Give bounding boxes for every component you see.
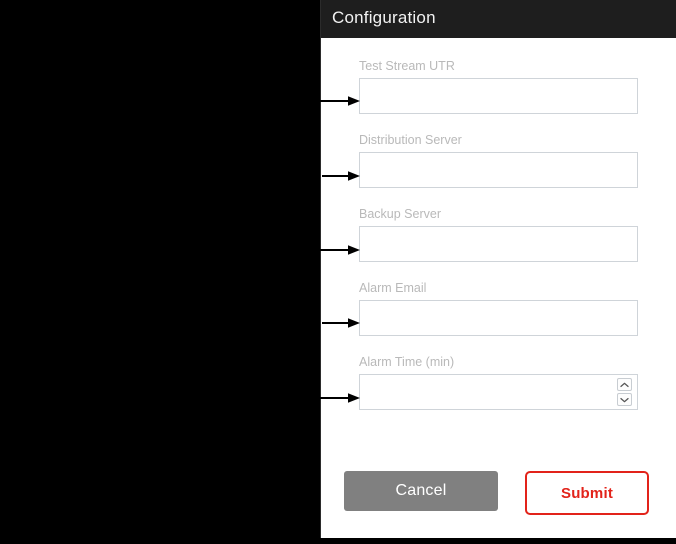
input-distribution-server[interactable] [359, 152, 638, 188]
field-backup-server: Backup Server [359, 206, 638, 262]
input-alarm-email[interactable] [359, 300, 638, 336]
field-alarm-email: Alarm Email [359, 280, 638, 336]
input-backup-server[interactable] [359, 226, 638, 262]
field-distribution-server: Distribution Server [359, 132, 638, 188]
configuration-dialog: Configuration Test Stream UTR Distributi… [320, 0, 676, 538]
dialog-header: Configuration [321, 0, 676, 38]
label-test-stream-utr: Test Stream UTR [359, 59, 455, 73]
field-alarm-time: Alarm Time (min) [359, 354, 638, 410]
chevron-down-icon[interactable] [617, 393, 632, 406]
dialog-footer: Cancel Submit [321, 471, 676, 531]
number-spinner [617, 378, 632, 406]
field-test-stream-utr: Test Stream UTR [359, 58, 638, 114]
bottom-dark-strip [0, 538, 676, 544]
page-backdrop-overlay [0, 0, 320, 544]
chevron-up-icon[interactable] [617, 378, 632, 391]
input-alarm-time[interactable] [359, 374, 638, 410]
label-distribution-server: Distribution Server [359, 133, 462, 147]
label-alarm-email: Alarm Email [359, 281, 427, 295]
label-backup-server: Backup Server [359, 207, 441, 221]
cancel-button[interactable]: Cancel [344, 471, 498, 511]
label-alarm-time: Alarm Time (min) [359, 355, 455, 369]
dialog-title: Configuration [332, 8, 436, 27]
input-test-stream-utr[interactable] [359, 78, 638, 114]
dialog-body: Test Stream UTR Distribution Server Back… [321, 38, 676, 538]
submit-button[interactable]: Submit [525, 471, 649, 515]
alarm-time-input-wrapper [359, 374, 638, 410]
